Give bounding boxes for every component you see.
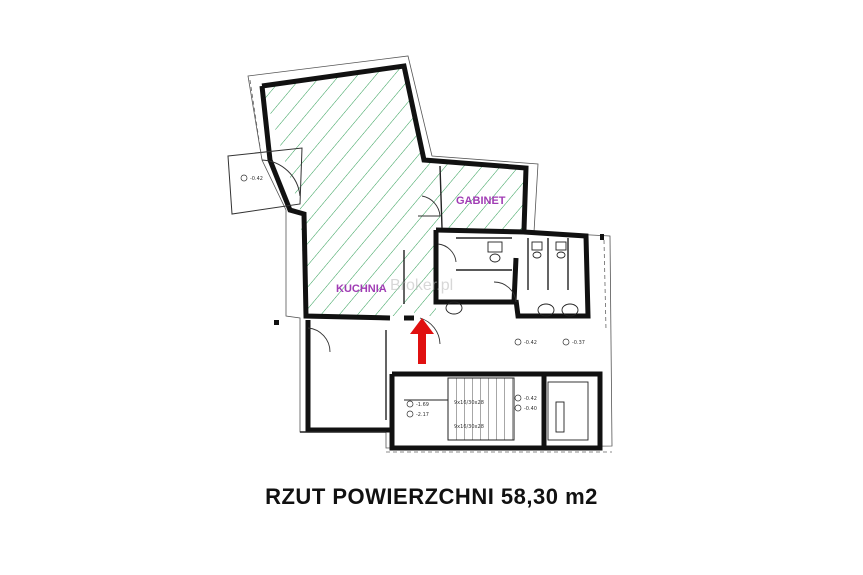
plan-caption: RZUT POWIERZCHNI 58,30 m2 <box>265 484 598 509</box>
room-label-kuchnia: KUCHNIA <box>336 283 387 295</box>
dashed-edges <box>249 79 612 453</box>
level-label: -0.42 <box>524 340 537 346</box>
level-markers <box>240 174 570 418</box>
stair-note: 9x16/30x28 <box>454 400 484 406</box>
watermark: Broker.pl <box>390 277 453 294</box>
level-labels: -0.42 -0.42 -0.37 -0.42 -0.40 -1.69 -2.1… <box>250 176 585 430</box>
walls <box>259 63 603 451</box>
level-label: -0.37 <box>572 340 585 346</box>
small-mark <box>274 320 279 325</box>
staircase <box>447 377 515 441</box>
level-label: -2.17 <box>416 412 429 418</box>
level-label: -0.42 <box>250 176 263 182</box>
outer-outline <box>247 55 613 449</box>
level-label: -1.69 <box>416 402 429 408</box>
level-label: -0.42 <box>524 396 537 402</box>
small-mark <box>600 234 604 240</box>
entrance-arrow <box>410 318 434 364</box>
sanitary-fixtures <box>445 241 589 441</box>
left-door <box>227 147 303 215</box>
level-label: -0.40 <box>524 406 537 412</box>
room-label-gabinet: GABINET <box>456 195 506 207</box>
hatched-area <box>262 66 526 316</box>
partitions <box>300 165 569 433</box>
stair-note: 9x16/30x28 <box>454 424 484 430</box>
